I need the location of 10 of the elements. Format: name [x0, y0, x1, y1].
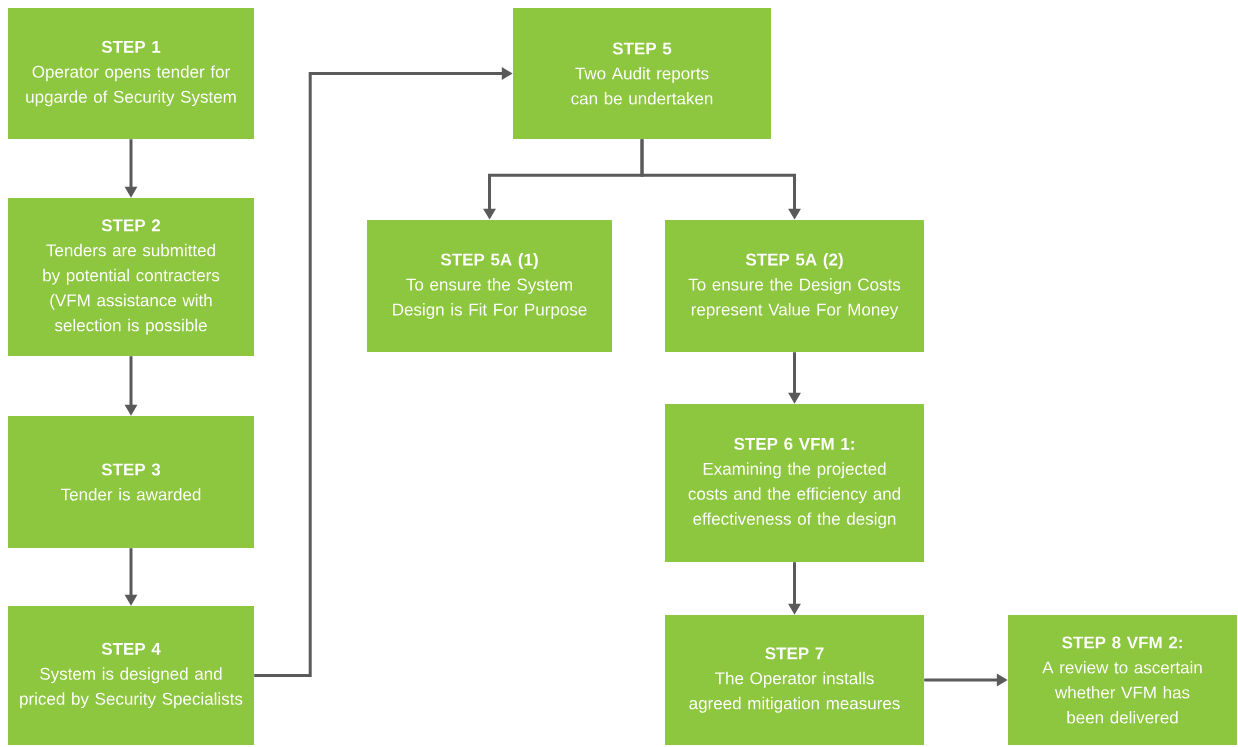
step-box: STEP 5A (2) To ensure the Design Costs represent Value For Money	[665, 220, 924, 352]
step-box: STEP 3 Tender is awarded	[8, 416, 254, 548]
step-box: STEP 6 VFM 1: Examining the projected costs and the efficiency and effectiveness of the design	[665, 404, 924, 562]
step-box: STEP 8 VFM 2: A review to ascertain whether VFM has been delivered	[1008, 615, 1237, 745]
step-box: STEP 7 The Operator installs agreed mitigation measures	[665, 615, 924, 745]
step-box: STEP 1 Operator opens tender for upgarde of Security System	[8, 8, 254, 139]
step-box: STEP 2 Tenders are submitted by potential contracters (VFM assistance with selection is possible	[8, 198, 254, 356]
step-box: STEP 5A (1) To ensure the System Design is Fit For Purpose	[367, 220, 612, 352]
step-box: STEP 4 System is designed and priced by Security Specialists	[8, 606, 254, 745]
step-box: STEP 5 Two Audit reports can be undertaken	[513, 8, 771, 139]
